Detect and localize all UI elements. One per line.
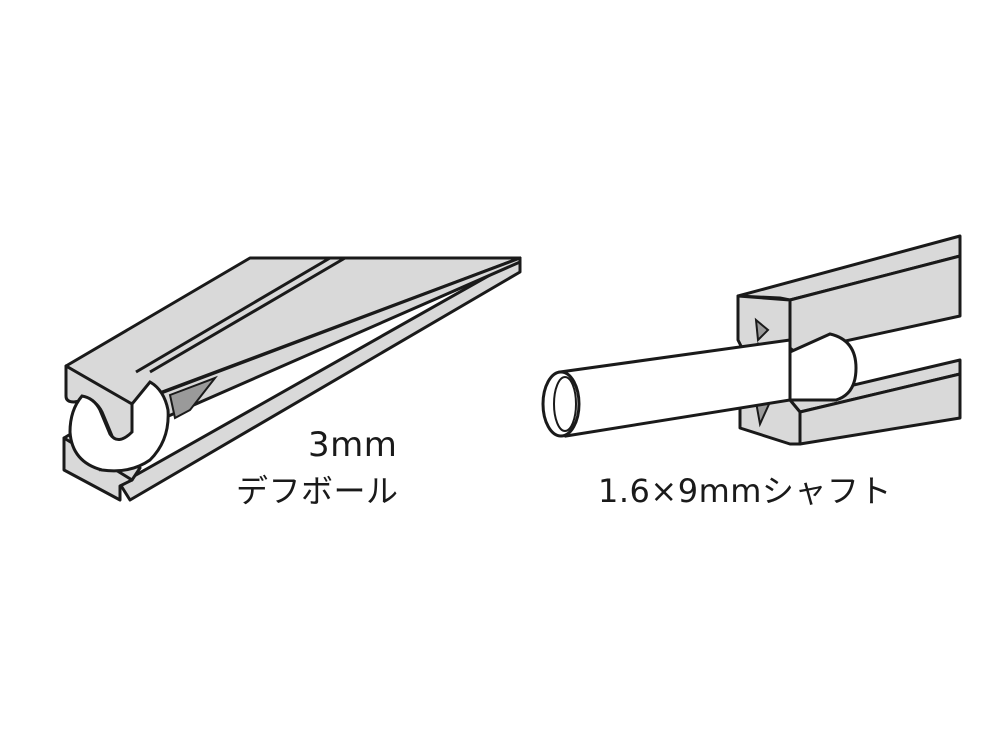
shaft-label: 1.6×9mmシャフト [598,472,892,510]
diff-ball [68,380,170,473]
right-upper-notch [754,317,770,343]
ball-size-label: 3mm [308,425,398,465]
left-inner-shadow [168,375,218,420]
ball-name-label: デフボール [236,472,399,510]
right-tool-tip [736,234,962,446]
shaft [541,332,858,438]
